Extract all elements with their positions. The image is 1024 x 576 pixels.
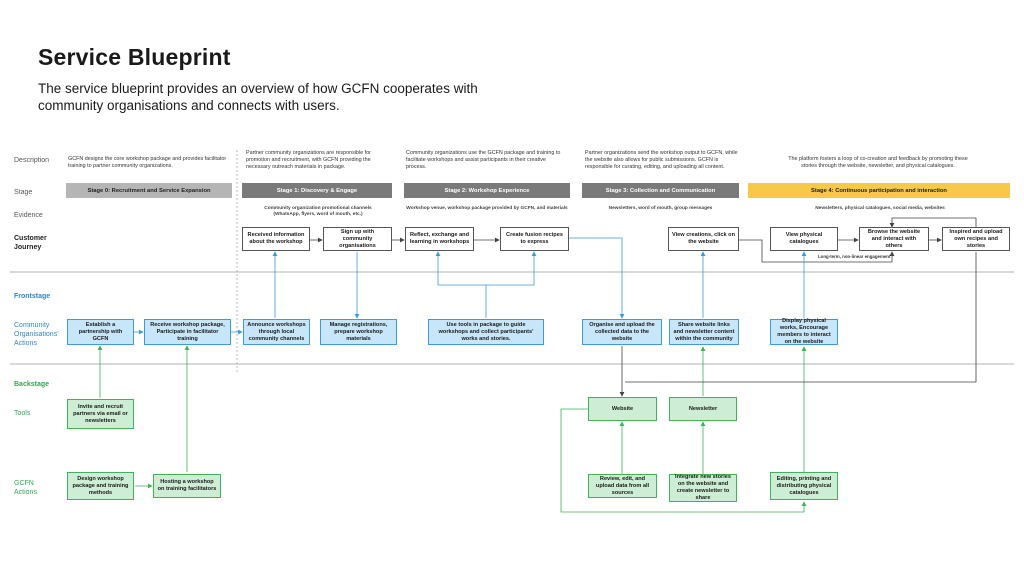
stage-0-bar: Stage 0: Recruitment and Service Expansi… (66, 183, 232, 198)
loop-note: Long-term, non-linear engagement (818, 254, 891, 259)
description-stage-3: Partner organizations send the workshop … (585, 150, 738, 170)
action-display-works: Display physical works, Encourage member… (770, 318, 838, 345)
action-use-tools: Use tools in package to guide workshops … (428, 319, 544, 345)
gcfn-integrate-stories: Integrate new stories on the website and… (669, 474, 737, 502)
evidence-stage-1: Community organization promotional chann… (264, 206, 372, 217)
page-title: Service Blueprint (38, 44, 231, 70)
lane-description: Description (14, 157, 50, 164)
tool-invite-recruit: Invite and recruit partners via email or… (67, 399, 134, 429)
journey-view-creations: View creations, click on the website (668, 227, 739, 251)
gcfn-design-package: Design workshop package and training met… (67, 472, 134, 500)
lane-evidence: Evidence (14, 212, 43, 219)
journey-browse-website: Browse the website and interact with oth… (859, 227, 929, 251)
description-stage-2: Community organizations use the GCFN pac… (406, 150, 561, 170)
description-stage-1: Partner community organizations are resp… (246, 150, 371, 170)
action-receive-package: Receive workshop package, Participate in… (144, 319, 231, 345)
action-share-links: Share website links and newsletter conte… (669, 319, 739, 345)
gcfn-host-training: Hosting a workshop on training facilitat… (153, 474, 221, 498)
description-stage-0: GCFN designs the core workshop package a… (68, 156, 227, 169)
evidence-stage-3: Newsletters, word of mouth, group messag… (608, 206, 713, 211)
lane-backstage: Backstage (14, 381, 50, 388)
action-announce-workshops: Announce workshops through local communi… (243, 319, 310, 345)
lane-tools: Tools (14, 410, 31, 417)
gcfn-catalogues: Editing, printing and distributing physi… (770, 472, 838, 500)
journey-received-info: Received information about the workshop (242, 227, 310, 251)
action-organise-upload: Organise and upload the collected data t… (582, 319, 662, 345)
lane-gcfn-actions: GCFN Actions (14, 480, 37, 496)
lane-customer-journey: Customer Journey (14, 235, 47, 251)
journey-reflect-exchange: Reflect, exchange and learning in worksh… (405, 227, 474, 251)
description-stage-4: The platform fosters a loop of co-creati… (788, 156, 968, 169)
lane-stage: Stage (14, 189, 33, 196)
journey-sign-up: Sign up with community organisations (323, 227, 392, 251)
journey-create-recipes: Create fusion recipes to express (500, 227, 569, 251)
action-manage-registrations: Manage registrations, prepare workshop m… (320, 319, 397, 345)
evidence-stage-4: Newsletters, physical catalogues, social… (815, 206, 945, 211)
tool-website: Website (588, 397, 657, 421)
stage-1-bar: Stage 1: Discovery & Engage (242, 183, 392, 198)
journey-view-catalogues: View physical catalogues (770, 227, 838, 251)
page-subtitle: The service blueprint provides an overvi… (38, 81, 478, 113)
evidence-stage-2: Workshop venue, workshop package provide… (406, 206, 568, 211)
stage-2-bar: Stage 2: Workshop Experience (404, 183, 570, 198)
action-establish-partnership: Establish a partnership with GCFN (67, 319, 134, 345)
lane-frontstage: Frontstage (14, 293, 51, 300)
lane-community-actions: Community Organisations' Actions (14, 322, 59, 347)
stage-4-bar: Stage 4: Continuous participation and in… (748, 183, 1010, 198)
journey-upload-recipes: Inspired and upload own recipes and stor… (942, 227, 1010, 251)
stage-3-bar: Stage 3: Collection and Communication (582, 183, 739, 198)
tool-newsletter: Newsletter (669, 397, 737, 421)
gcfn-review-edit: Review, edit, and upload data from all s… (588, 474, 657, 498)
